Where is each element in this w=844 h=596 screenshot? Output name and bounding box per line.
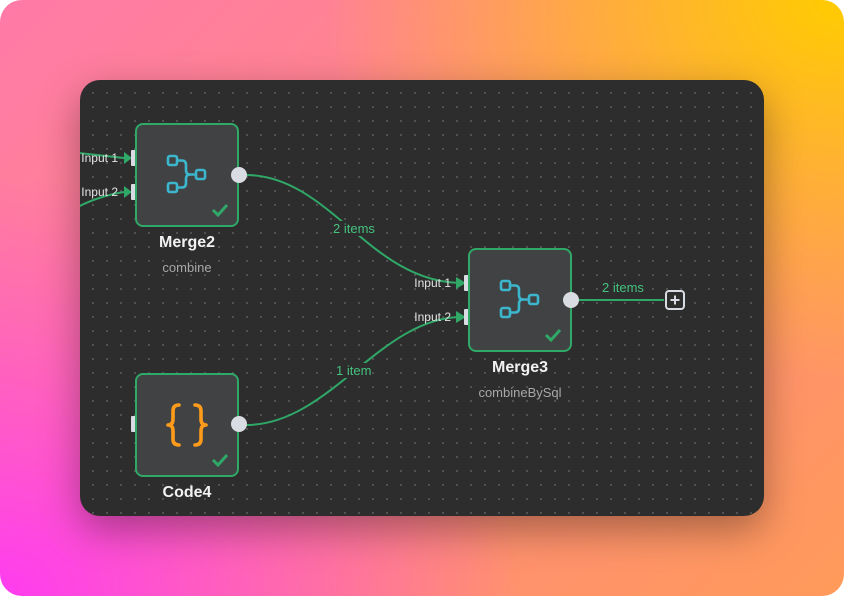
edge-label-code4-merge3: 1 item <box>335 363 373 378</box>
merge2-input1-label: Input 1 <box>81 151 118 165</box>
workflow-canvas[interactable]: Input 1 Input 2 Merge2 combine <box>80 80 764 516</box>
success-check-icon <box>544 328 562 342</box>
merge3-input1-label: Input 1 <box>414 276 451 290</box>
merge2-output-port[interactable] <box>231 167 247 183</box>
merge2-input2-label: Input 2 <box>81 185 118 199</box>
add-node-button[interactable] <box>665 290 685 310</box>
merge3-node[interactable] <box>468 248 572 352</box>
arrow-merge3-in-2 <box>456 311 466 323</box>
code4-node[interactable] <box>135 373 239 477</box>
arrow-merge2-in-1 <box>124 152 132 164</box>
merge2-title: Merge2 <box>158 234 216 251</box>
merge-icon <box>166 154 207 194</box>
merge2-node[interactable] <box>135 123 239 227</box>
edge-label-merge2-merge3: 2 items <box>332 221 376 236</box>
merge-icon <box>499 279 540 319</box>
merge3-subtitle: combineBySql <box>478 385 562 400</box>
success-check-icon <box>211 203 229 217</box>
arrow-merge3-in-1 <box>456 277 466 289</box>
code4-output-port[interactable] <box>231 416 247 432</box>
merge2-subtitle: combine <box>162 260 212 275</box>
wire-left-in-1 <box>80 152 125 159</box>
merge3-output-port[interactable] <box>563 292 579 308</box>
wire-left-in-2 <box>80 191 125 208</box>
add-icon <box>670 295 680 305</box>
edge-label-merge3-out: 2 items <box>601 280 645 295</box>
success-check-icon <box>211 453 229 467</box>
arrow-merge2-in-2 <box>124 186 132 198</box>
code-braces-icon <box>166 403 208 447</box>
merge3-title: Merge3 <box>491 359 549 376</box>
code4-title: Code4 <box>162 484 212 501</box>
merge3-input2-label: Input 2 <box>414 310 451 324</box>
